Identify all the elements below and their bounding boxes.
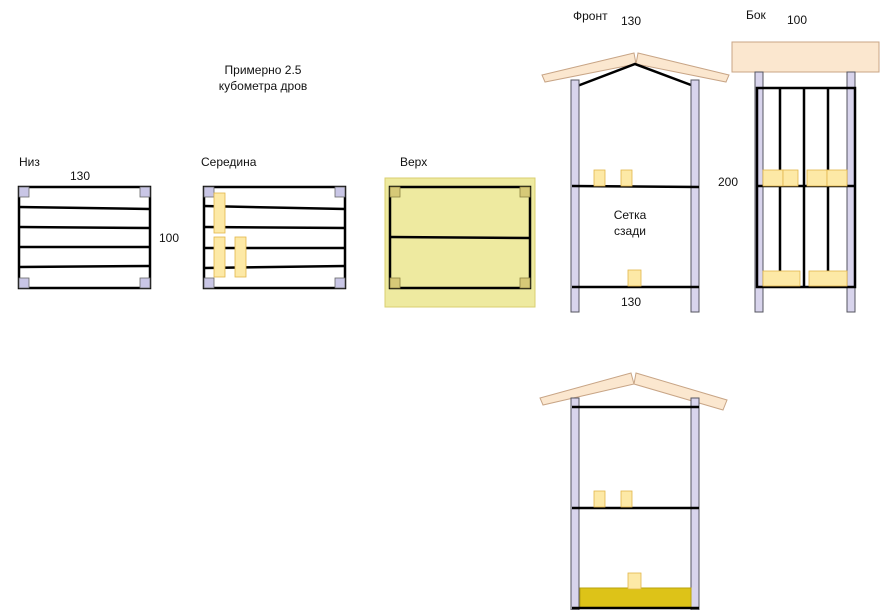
roof-cover [384,177,536,308]
corner-post [139,277,151,289]
bottom-plan [17,185,152,290]
note-line2: кубометра дров [218,79,308,93]
post-left [754,71,764,313]
bottom-board [18,264,151,269]
front-view-filled [539,372,728,610]
side-width-label: 100 [787,13,808,27]
bottom-board [18,225,151,230]
post-left [570,79,580,313]
shelf-middle [571,184,700,189]
side-frame [755,86,857,289]
support-block [782,169,799,187]
top-plan [384,177,536,308]
corner-post [519,186,531,198]
front-width-bottom-label: 130 [621,295,642,309]
top-title: Верх [400,155,428,169]
bottom-frame [17,185,152,290]
front-title: Фронт [573,9,608,23]
support-block [806,169,828,187]
support-block [627,269,642,287]
bottom-board [18,205,151,211]
front-width-top-label: 130 [621,14,642,28]
post-left [570,397,580,610]
front-height-label: 200 [718,175,739,189]
post-right [690,79,700,313]
corner-post [389,277,401,289]
roof-panel-left [539,372,635,406]
corner-post [18,277,30,289]
middle-board [203,225,346,230]
bottom-width-label: 130 [70,169,91,183]
support-block [213,192,226,234]
top-board [389,235,531,240]
support-block [213,236,226,278]
roof-panel-left [541,52,637,83]
roof-panel-right [635,52,730,83]
roof-ridge-line [571,62,700,90]
support-block [762,169,784,187]
corner-post [18,186,30,198]
support-block [620,490,633,508]
side-title: Бок [746,8,766,22]
middle-plan [202,185,347,290]
bottom-title: Низ [19,155,40,169]
note-line1: Примерно 2.5 [224,63,302,77]
side-view [731,41,880,313]
corner-post [203,277,215,289]
support-block [808,270,848,287]
support-block [826,169,848,187]
front-view [541,52,730,313]
mesh-note-line1: Сетка [613,208,647,222]
middle-board [203,264,346,270]
support-block [234,236,247,278]
support-block [593,169,606,187]
corner-post [334,186,346,198]
corner-post [203,186,215,198]
corner-post [389,186,401,198]
post-right [690,397,700,610]
support-block [627,572,642,590]
middle-title: Середина [201,155,257,169]
corner-post [519,277,531,289]
support-block [620,169,633,187]
middle-board [203,204,346,211]
middle-frame [202,185,347,290]
corner-post [139,186,151,198]
bottom-depth-label: 100 [159,231,180,245]
corner-post [334,277,346,289]
side-roof [731,41,880,73]
firewood-stack [579,587,692,609]
support-block [593,490,606,508]
roof-panel-right [633,372,728,411]
support-block [762,270,801,287]
mesh-note-line2: сзади [614,224,646,238]
